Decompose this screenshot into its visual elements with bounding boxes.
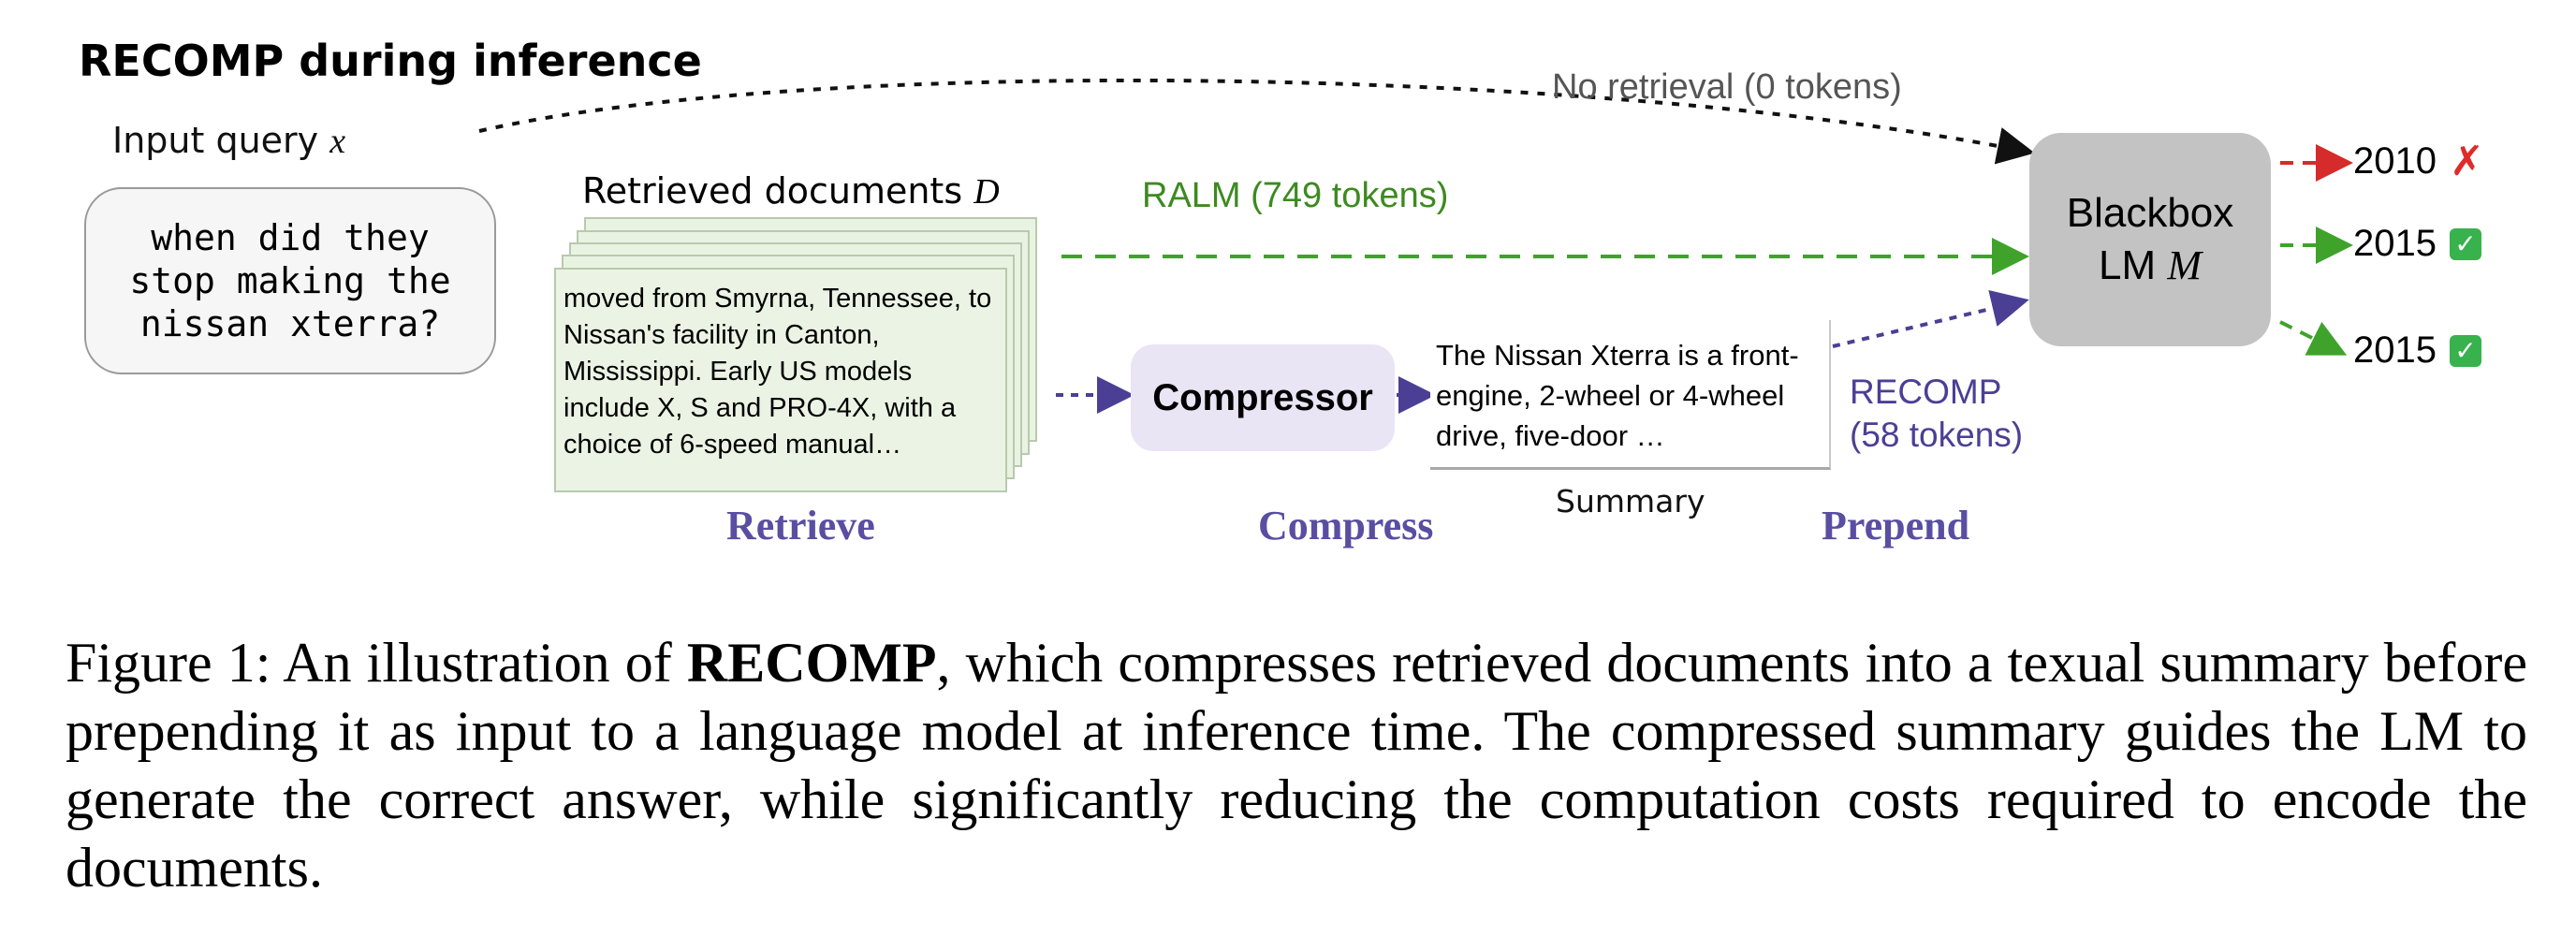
answer-value: 2015 <box>2353 329 2437 371</box>
diagram-title: RECOMP during inference <box>79 36 702 86</box>
check-icon: ✓ <box>2449 334 2481 367</box>
summary-box: The Nissan Xterra is a front-engine, 2-w… <box>1430 320 1831 470</box>
recomp-label-tokens: (58 tokens) <box>1850 416 2024 454</box>
lm-label-text: LM <box>2098 242 2157 288</box>
input-query-label-text: Input query <box>112 120 319 161</box>
answer-recomp: 2015 ✓ <box>2353 329 2481 372</box>
lm-variable: M <box>2167 242 2202 288</box>
input-query-variable: x <box>329 122 346 161</box>
retrieved-documents-variable: D <box>973 172 1000 212</box>
lm-label-line-2: LM M <box>2099 240 2202 292</box>
retrieved-document-text: moved from Smyrna, Tennessee, to Nissan'… <box>564 284 992 460</box>
summary-text: The Nissan Xterra is a front-engine, 2-w… <box>1436 339 1799 452</box>
caption-bold-name: RECOMP <box>686 632 937 694</box>
cross-icon: ✗ <box>2449 137 2484 185</box>
check-icon: ✓ <box>2449 227 2481 260</box>
ralm-label: RALM (749 tokens) <box>1142 176 1449 215</box>
answer-no-retrieval: 2010 ✗ <box>2353 140 2484 183</box>
compressor-box: Compressor <box>1131 344 1395 451</box>
stage-retrieve-label: Retrieve <box>726 503 875 548</box>
stage-prepend-label: Prepend <box>1822 503 1970 548</box>
answer-value: 2010 <box>2353 140 2437 182</box>
blackbox-lm-box: Blackbox LM M <box>2029 133 2271 346</box>
input-query-label: Input query x <box>112 120 345 162</box>
recomp-label-name: RECOMP <box>1850 373 2002 411</box>
answer-value: 2015 <box>2353 223 2437 264</box>
summary-label: Summary <box>1556 483 1705 519</box>
summary-to-lm-arrow <box>1832 289 2029 348</box>
query-text: when did they stop making the nissan xte… <box>129 217 451 344</box>
retrieved-documents-label: Retrieved documents D <box>582 170 1000 212</box>
caption-prefix: Figure 1: An illustration of <box>66 632 687 694</box>
retrieved-documents-label-text: Retrieved documents <box>582 170 963 212</box>
output-arrow-recomp <box>2279 320 2348 356</box>
compressor-label: Compressor <box>1152 376 1373 418</box>
no-retrieval-arrow <box>478 78 2035 165</box>
retrieved-document: moved from Smyrna, Tennessee, to Nissan'… <box>554 268 1007 492</box>
stage-compress-label: Compress <box>1258 503 1434 548</box>
no-retrieval-label: No retrieval (0 tokens) <box>1552 67 1902 107</box>
query-box: when did they stop making the nissan xte… <box>84 187 496 374</box>
caption-rest: , which compresses retrieved documents i… <box>66 632 2527 899</box>
recomp-label: RECOMP (58 tokens) <box>1850 371 2023 457</box>
figure-caption: Figure 1: An illustration of RECOMP, whi… <box>66 629 2527 902</box>
lm-label-line-1: Blackbox <box>2066 190 2234 236</box>
answer-ralm: 2015 ✓ <box>2353 223 2481 265</box>
